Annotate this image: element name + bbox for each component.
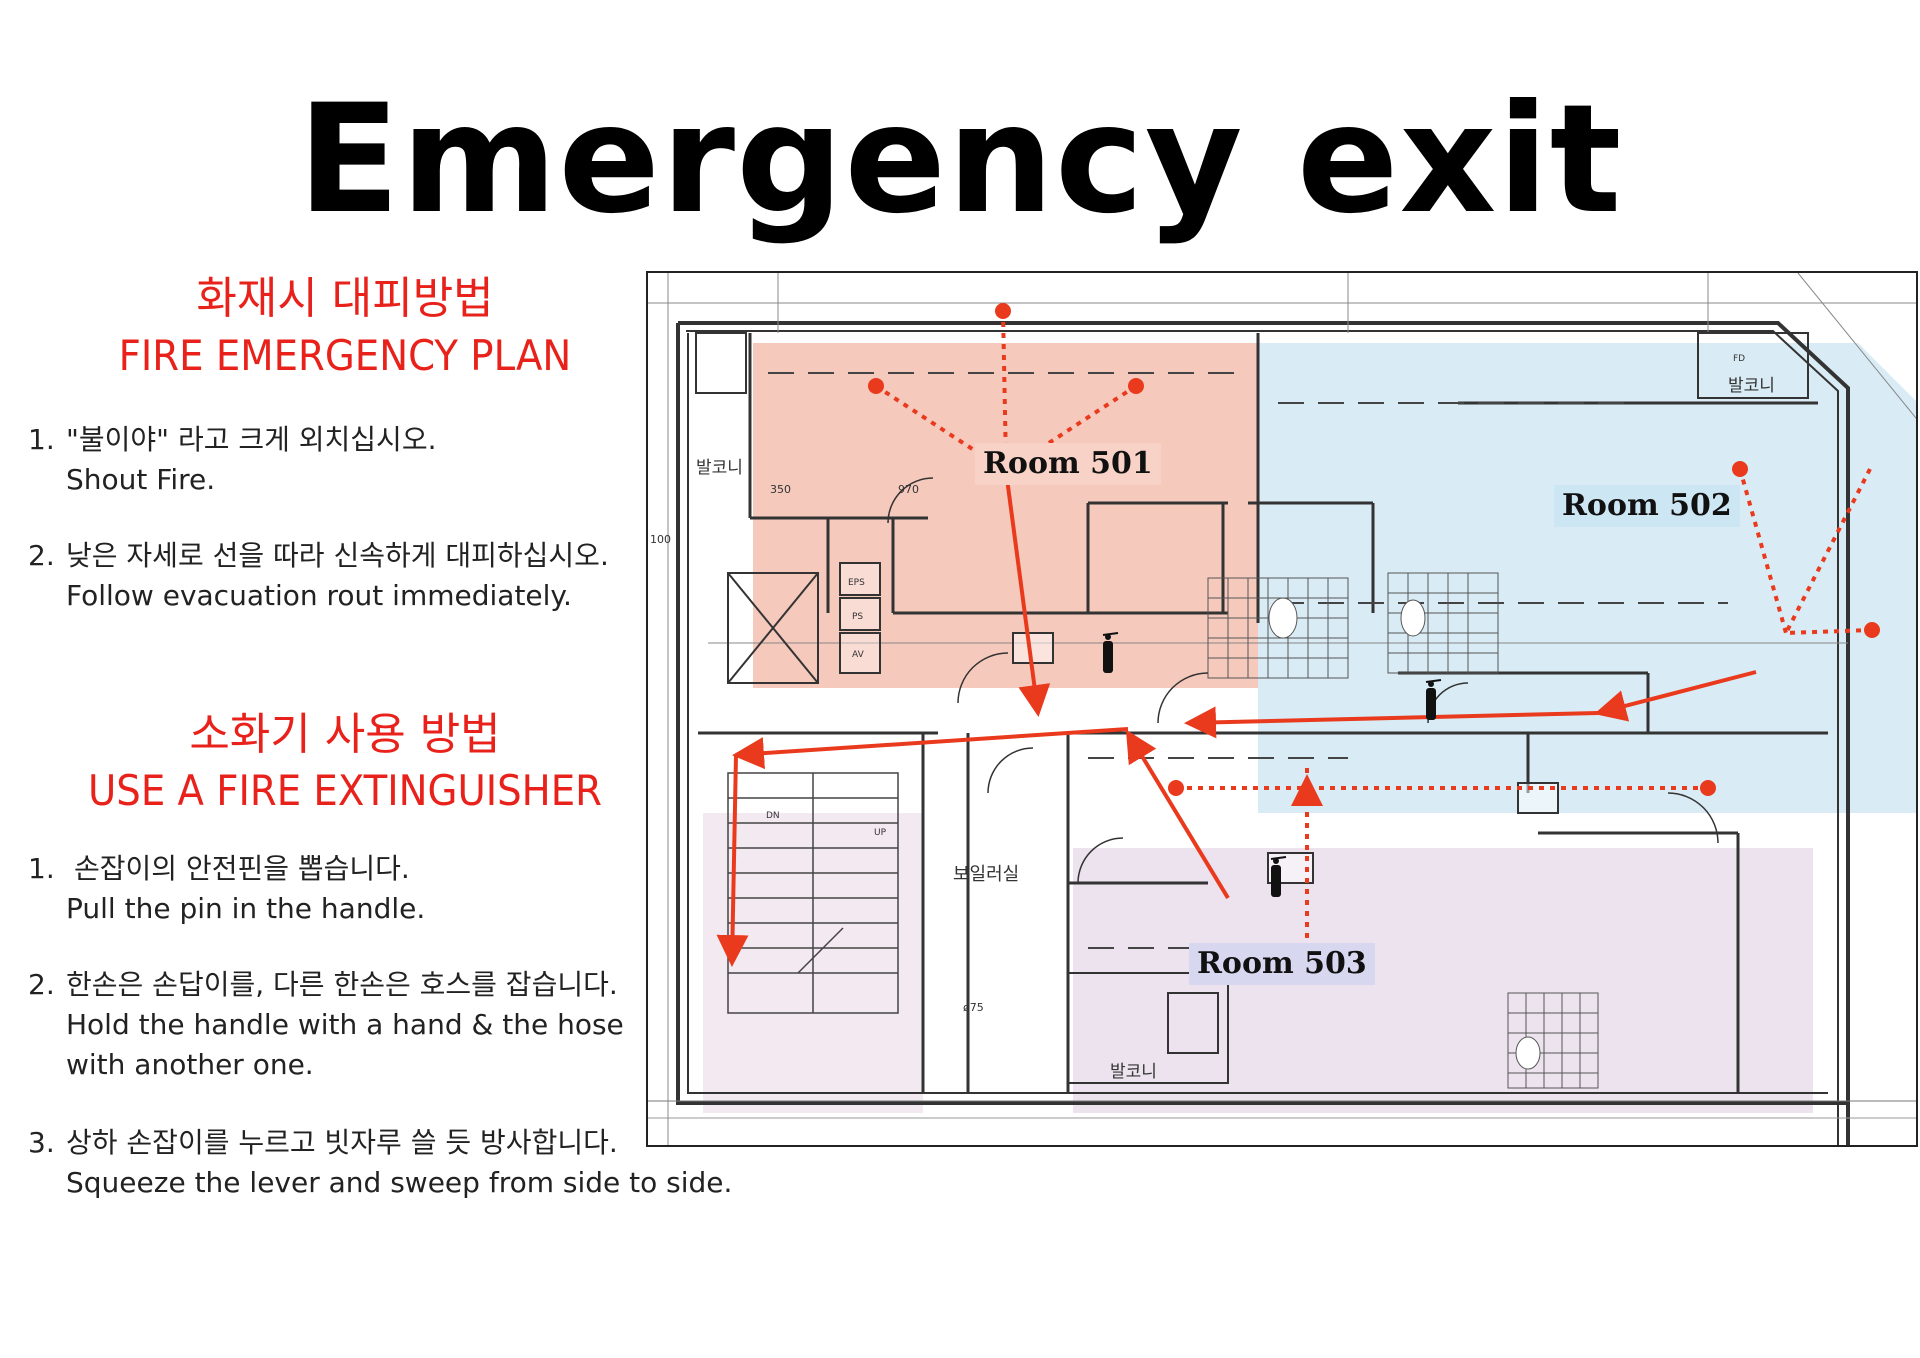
bathroom-502-tiles (1387, 572, 1499, 674)
step-text-en-continued: with another one. (66, 1048, 314, 1081)
route-endpoint (1864, 622, 1880, 638)
bathroom-501-tiles (1207, 577, 1349, 679)
floor-plan: EPS PS AV DN UP (646, 271, 1918, 1147)
step-number: 2. (28, 968, 55, 1001)
av-label: AV (852, 650, 865, 660)
route-endpoint (868, 378, 884, 394)
evacuation-route (716, 470, 1599, 967)
page-title: Emergency exit (297, 73, 1623, 247)
ps-label: PS (852, 612, 863, 622)
dimension-label: 350 (770, 483, 791, 496)
step-text-ko: 한손은 손답이를, 다른 한손은 호스를 잡습니다. (66, 968, 618, 1001)
extinguisher-heading-en: USE A FIRE EXTINGUISHER (88, 766, 602, 815)
route-endpoint (1168, 780, 1184, 796)
step-number: 2. (28, 539, 55, 572)
extinguisher-heading-ko: 소화기 사용 방법 (189, 709, 501, 760)
step-text-ko: 상하 손잡이를 누르고 빗자루 쓸 듯 방사합니다. (66, 1126, 618, 1159)
room-label-503: Room 503 (1189, 943, 1375, 985)
elevator-shaft (727, 572, 819, 684)
boiler-room-label: 보일러실 (953, 864, 1019, 885)
step-text-en: Pull the pin in the handle. (66, 892, 426, 925)
step-text-en: Follow evacuation rout immediately. (66, 579, 572, 612)
step-text-en: Shout Fire. (66, 463, 216, 496)
dimension-label: ø75 (963, 1001, 984, 1014)
step-number: 1. (28, 852, 55, 885)
fire-extinguisher-icon (1425, 679, 1442, 720)
fire-plan-heading-ko: 화재시 대피방법 (196, 273, 494, 324)
step-number: 1. (28, 423, 55, 456)
route-endpoint (995, 303, 1011, 319)
route-endpoint (1732, 461, 1748, 477)
step-number: 3. (28, 1126, 55, 1159)
route-501-to-corridor (1004, 470, 1051, 717)
balcony-label: 발코니 (1728, 376, 1775, 396)
utility-shafts (839, 562, 881, 674)
floor-plan-drawing: EPS PS AV DN UP (648, 273, 1916, 1145)
balcony-label: 발코니 (1110, 1062, 1157, 1082)
step-text-ko: 낮은 자세로 선을 따라 신속하게 대피하십시오. (66, 539, 609, 572)
route-503-to-corridor (1125, 729, 1230, 900)
route-main-corridor (732, 727, 1129, 770)
route-502-corridor (1184, 706, 1599, 739)
step-text-en: Squeeze the lever and sweep from side to… (66, 1166, 733, 1199)
step-text-en: Hold the handle with a hand & the hose (66, 1008, 624, 1041)
room-502-area (1258, 343, 1818, 813)
dimension-label: 970 (898, 483, 919, 496)
route-endpoint (1128, 378, 1144, 394)
fd-label: FD (1733, 354, 1745, 364)
stairwell (727, 772, 899, 1014)
room-label-502: Room 502 (1554, 485, 1740, 527)
plan-grid-lines (648, 273, 1916, 1145)
balconies (695, 332, 1809, 1084)
route-to-stairs (716, 754, 749, 967)
route-endpoint (1700, 780, 1716, 796)
dimension-label: 100 (650, 533, 671, 546)
room-label-501: Room 501 (975, 443, 1161, 485)
fire-extinguisher-icon (1102, 632, 1119, 673)
dotted-routes (874, 310, 1873, 961)
room-503-area (1073, 848, 1813, 1113)
step-text-ko: 손잡이의 안전핀을 뽑습니다. (74, 852, 410, 885)
stair-up-label: UP (874, 828, 887, 838)
route-502-to-corridor (1594, 670, 1757, 722)
step-text-ko: "불이야" 라고 크게 외치십시오. (66, 423, 437, 456)
bathroom-503-tiles (1507, 992, 1599, 1089)
fire-plan-heading-en: FIRE EMERGENCY PLAN (118, 331, 572, 380)
stair-down-label: DN (766, 811, 780, 821)
fire-extinguisher-icon (1270, 856, 1287, 897)
eps-label: EPS (848, 578, 865, 588)
balcony-label: 발코니 (696, 458, 743, 478)
